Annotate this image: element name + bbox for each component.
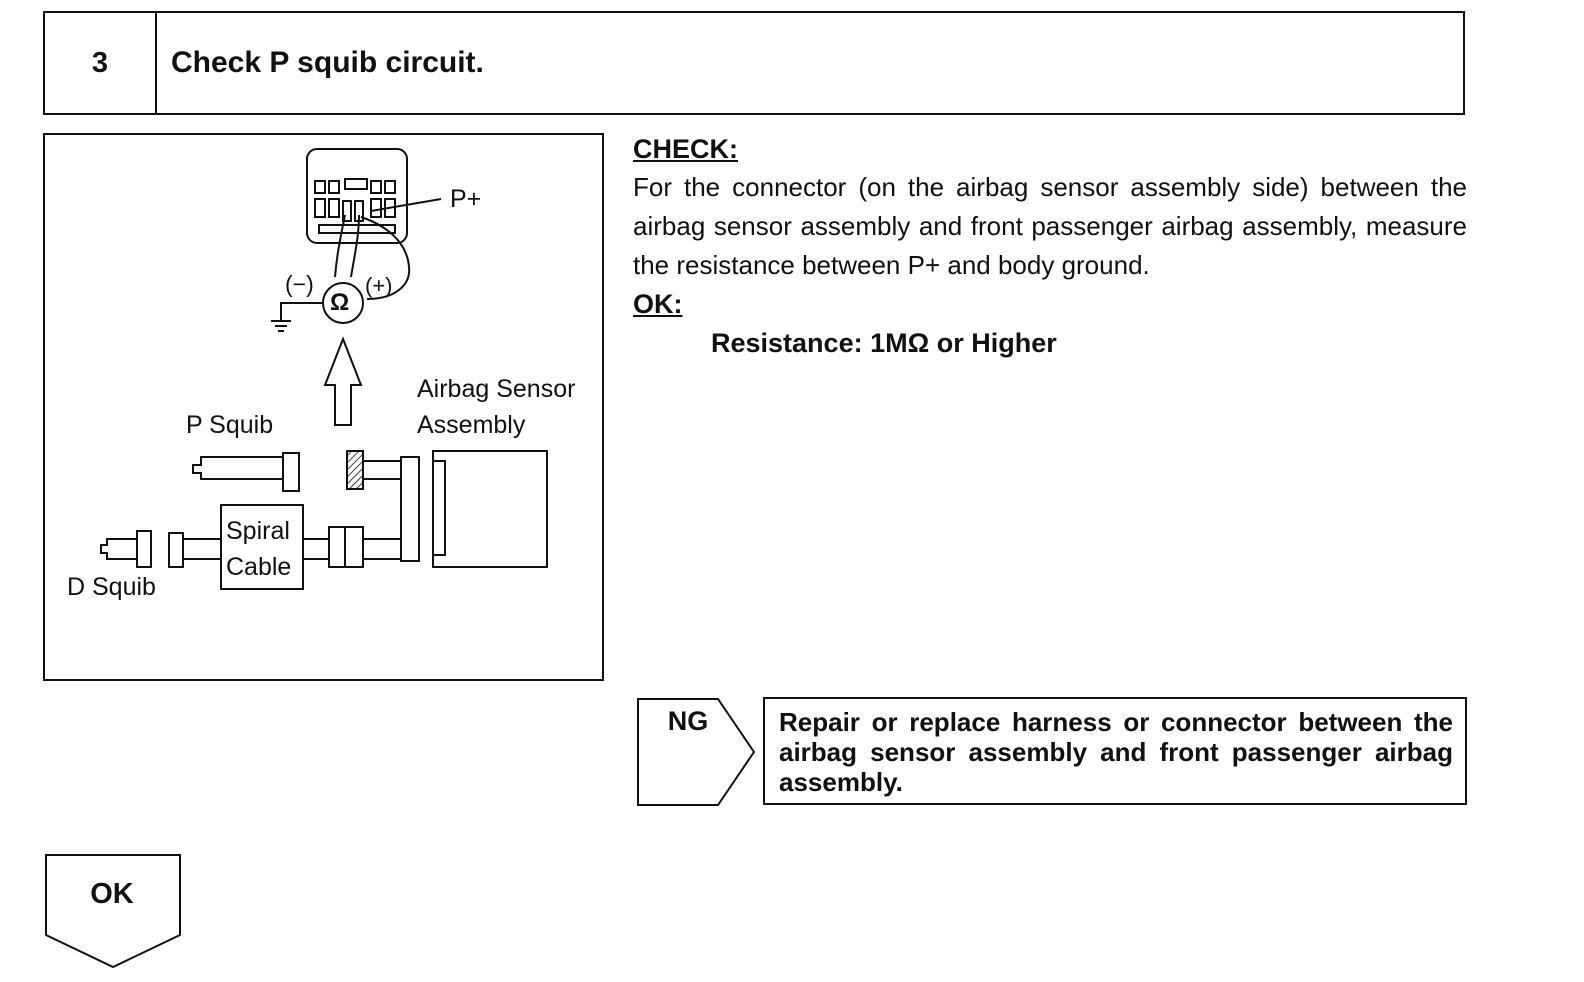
p-squib-label: P Squib	[186, 411, 274, 439]
ng-label: NG	[667, 706, 709, 736]
ok-label: OK	[90, 878, 134, 910]
connector-to-sensor-wire	[363, 538, 401, 560]
plus-lead	[350, 214, 360, 278]
circuit-diagram: P+ (−) (+) Ω Airbag Sensor Assembly P Sq…	[43, 133, 604, 681]
spiral-cable-box	[220, 504, 304, 590]
sensor-connector	[400, 456, 420, 562]
resistance-spec: Resistance: 1MΩ or Higher	[711, 328, 1057, 358]
ng-action-box: Repair or replace harness or connector b…	[763, 697, 1467, 805]
up-arrow-icon	[323, 336, 363, 426]
connector-icon	[306, 148, 408, 244]
ok-arrow-icon	[45, 854, 181, 969]
ground-icon	[271, 320, 291, 332]
step-number: 3	[45, 13, 157, 113]
minus-lead	[334, 214, 346, 278]
spiral-label: Spiral	[226, 517, 290, 545]
ground-wire	[280, 302, 323, 321]
sensor-inner-lip	[433, 460, 446, 556]
step-title: Check P squib circuit.	[171, 46, 484, 79]
check-instructions: For the connector (on the airbag sensor …	[633, 172, 1467, 280]
ng-arrow-icon	[637, 698, 756, 806]
spiral-to-connector-wire	[303, 538, 329, 560]
ok-heading: OK:	[633, 289, 683, 319]
airbag-sensor-assembly	[432, 450, 548, 568]
d-squib-icon	[100, 530, 221, 568]
step-header: 3 Check P squib circuit.	[43, 11, 1465, 115]
hatched-connector	[346, 450, 364, 490]
plus-label: (+)	[365, 273, 393, 298]
sensor-connector-stub	[363, 460, 402, 480]
check-section: CHECK: For the connector (on the airbag …	[633, 130, 1467, 363]
check-heading: CHECK:	[633, 134, 738, 164]
p-plus-leader	[370, 198, 442, 212]
p-squib-icon	[192, 452, 300, 492]
ohm-symbol: Ω	[330, 289, 350, 316]
p-plus-label: P+	[450, 185, 482, 213]
airbag-sensor-label-line2: Assembly	[417, 411, 526, 439]
d-squib-label: D Squib	[67, 573, 156, 601]
airbag-sensor-label-line1: Airbag Sensor	[417, 375, 576, 403]
p-plus-wire	[360, 216, 411, 300]
minus-label: (−)	[285, 271, 314, 297]
circuit-diagram-drawing	[100, 148, 548, 590]
cable-label: Cable	[226, 553, 292, 581]
